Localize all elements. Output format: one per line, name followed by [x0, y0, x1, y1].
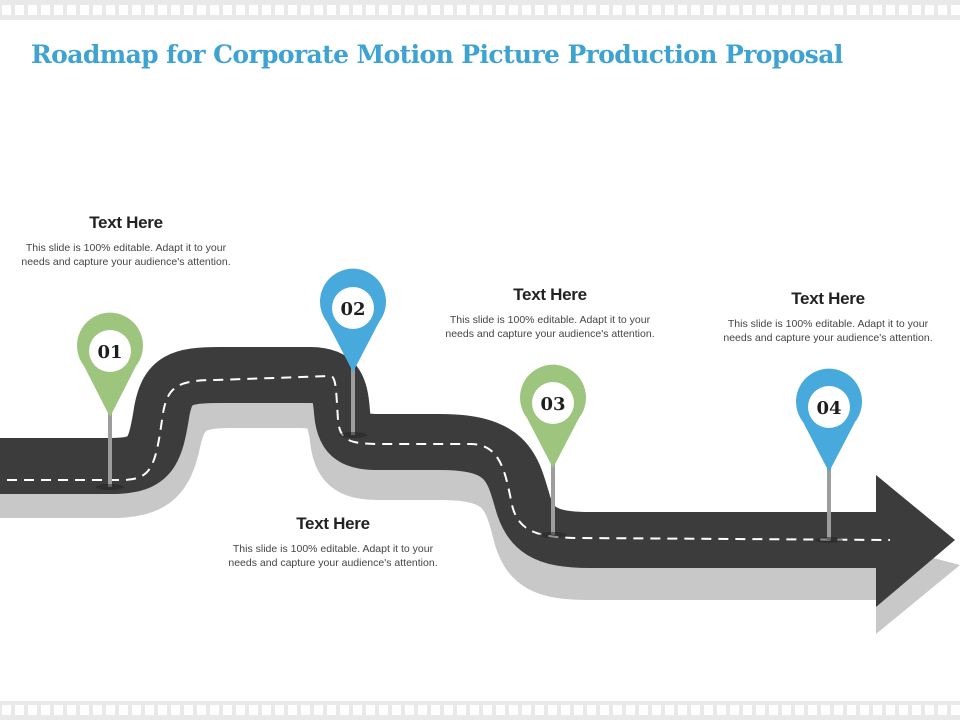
milestone-body-03: This slide is 100% editable. Adapt it to…: [445, 314, 655, 340]
pin-number-01: 01: [97, 342, 122, 363]
milestone-text-02: Text Here This slide is 100% editable. A…: [228, 514, 438, 570]
road-center-line: [0, 374, 891, 541]
film-strip-bottom: [0, 701, 960, 720]
film-strip-top: [0, 0, 960, 20]
milestone-heading-02: Text Here: [296, 514, 370, 533]
milestone-body-02: This slide is 100% editable. Adapt it to…: [228, 543, 438, 569]
milestone-pin-03: 03: [520, 364, 586, 538]
milestone-body-04: This slide is 100% editable. Adapt it to…: [723, 318, 933, 344]
milestone-heading-01: Text Here: [89, 213, 163, 232]
milestone-text-01: Text Here This slide is 100% editable. A…: [21, 213, 231, 269]
milestone-text-03: Text Here This slide is 100% editable. A…: [445, 285, 655, 341]
milestone-pin-01: 01: [76, 312, 143, 490]
road-surface: [0, 347, 880, 568]
milestone-pin-04: 04: [796, 368, 862, 543]
pin-number-02: 02: [340, 299, 365, 320]
milestone-heading-04: Text Here: [791, 289, 865, 308]
page-title: Roadmap for Corporate Motion Picture Pro…: [31, 40, 843, 69]
film-holes: [2, 5, 960, 15]
pin-number-03: 03: [540, 394, 565, 415]
milestone-text-04: Text Here This slide is 100% editable. A…: [723, 289, 933, 345]
milestone-heading-03: Text Here: [513, 285, 587, 304]
pin-number-04: 04: [816, 398, 841, 419]
milestone-body-01: This slide is 100% editable. Adapt it to…: [21, 242, 231, 268]
milestone-pin-02: 02: [320, 268, 386, 438]
arrow-head: [876, 475, 955, 607]
film-holes: [2, 705, 960, 715]
